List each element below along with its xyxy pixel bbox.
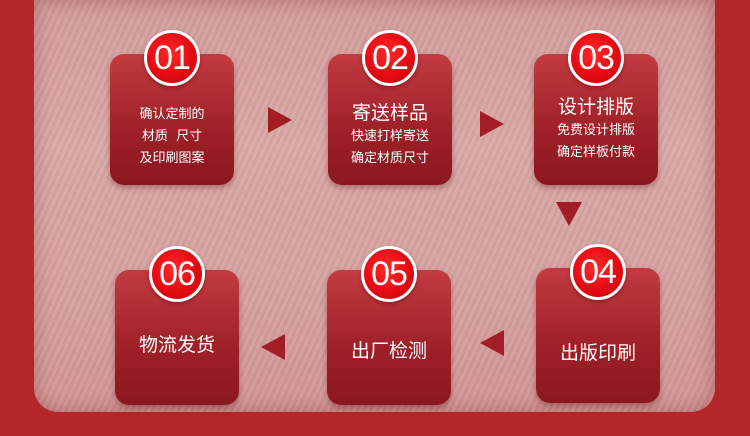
step-title: 寄送样品: [351, 102, 428, 124]
step-card-02: 02 寄送样品 快速打样寄送 确定材质尺寸: [328, 30, 452, 185]
step-card-05: 05 出厂检测: [327, 246, 451, 405]
step-desc-line: 快速打样寄送: [350, 129, 429, 144]
step-title: 物流发货: [138, 334, 215, 356]
step-desc-line: 确定样板付款: [556, 145, 635, 160]
step-title: 设计排版: [557, 96, 634, 118]
step-card-04: 04 出版印刷: [536, 244, 660, 403]
step-desc-line: 材质 尺寸: [141, 129, 203, 144]
step-badge-06: 06: [149, 246, 205, 302]
arrow-right-icon: [268, 107, 292, 133]
arrow-right-icon: [480, 111, 504, 137]
step-desc-line: 及印刷图案: [139, 151, 205, 166]
step-badge-05: 05: [361, 246, 417, 302]
step-desc-line: 确定材质尺寸: [350, 151, 429, 166]
arrow-left-icon: [261, 334, 285, 360]
step-title: 出版印刷: [559, 342, 636, 364]
step-badge-01: 01: [144, 30, 200, 86]
step-badge-04: 04: [570, 244, 626, 300]
step-card-03: 03 设计排版 免费设计排版 确定样板付款: [534, 30, 658, 185]
step-card-01: 01 确认定制的 材质 尺寸 及印刷图案: [110, 30, 234, 185]
step-badge-03: 03: [568, 30, 624, 86]
step-title: 出厂检测: [350, 340, 427, 362]
arrow-down-icon: [556, 202, 582, 226]
step-badge-02: 02: [362, 30, 418, 86]
step-card-06: 06 物流发货: [115, 246, 239, 405]
step-desc-line: 确认定制的: [139, 107, 205, 122]
step-desc-line: 免费设计排版: [556, 123, 635, 138]
arrow-left-icon: [480, 330, 504, 356]
